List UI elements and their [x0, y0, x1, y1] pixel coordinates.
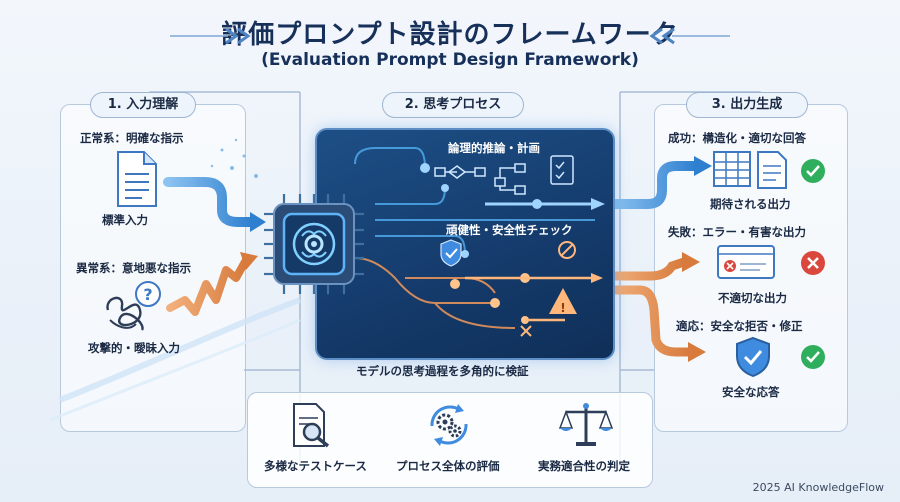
gears-cycle-icon — [430, 404, 468, 446]
abnormal-input-heading: 異常系：意地悪な指示 — [76, 261, 191, 275]
section-output-label: 3. 出力生成 — [686, 92, 808, 118]
title-decoration-left — [170, 27, 251, 45]
reasoning-label: 論理的推論・計画 — [448, 141, 540, 155]
footer-credit: 2025 AI KnowledgeFlow — [752, 481, 884, 494]
robustness-label: 頑健性・安全性チェック — [446, 223, 573, 237]
success-item: 期待される出力 — [710, 197, 791, 211]
section-input-label: 1. 入力理解 — [90, 92, 196, 118]
shield-check-icon — [736, 336, 770, 378]
abnormal-input-item: 攻撃的・曖昧入力 — [88, 341, 180, 355]
structured-output-icon — [713, 151, 787, 189]
failure-x-icon — [801, 251, 825, 275]
error-window-icon — [717, 245, 775, 279]
adapt-check-icon — [801, 345, 825, 369]
page-subtitle: (Evaluation Prompt Design Framework) — [261, 50, 639, 70]
svg-text:?: ? — [143, 285, 152, 304]
normal-input-item: 標準入力 — [102, 213, 148, 227]
bottom-item-practical-fit: 実務適合性の判定 — [538, 459, 630, 473]
page-title: 評価プロンプト設計のフレームワーク — [221, 20, 679, 50]
document-icon — [117, 151, 157, 207]
bottom-item-test-cases: 多様なテストケース — [264, 459, 367, 473]
adapt-heading: 適応：安全な拒否・修正 — [676, 319, 803, 333]
document-search-icon — [293, 403, 330, 448]
ai-processor-chip-icon — [264, 194, 364, 294]
success-check-icon — [801, 159, 825, 183]
process-circuit: ! — [354, 147, 605, 337]
bottom-item-process-evaluation: プロセス全体の評価 — [396, 459, 500, 473]
failure-item: 不適切な出力 — [718, 291, 787, 305]
normal-input-heading: 正常系：明確な指示 — [80, 131, 184, 145]
process-caption: モデルの思考過程を多角的に検証 — [356, 364, 529, 378]
section-process-label: 2. 思考プロセス — [382, 92, 524, 118]
svg-text:!: ! — [560, 301, 565, 315]
failure-heading: 失敗：エラー・有害な出力 — [668, 225, 806, 239]
title-decoration-right — [649, 27, 730, 45]
success-heading: 成功：構造化・適切な回答 — [668, 131, 806, 145]
balance-scale-icon — [558, 403, 614, 446]
adapt-item: 安全な応答 — [722, 385, 780, 399]
tangled-question-icon: ? — [106, 281, 161, 331]
